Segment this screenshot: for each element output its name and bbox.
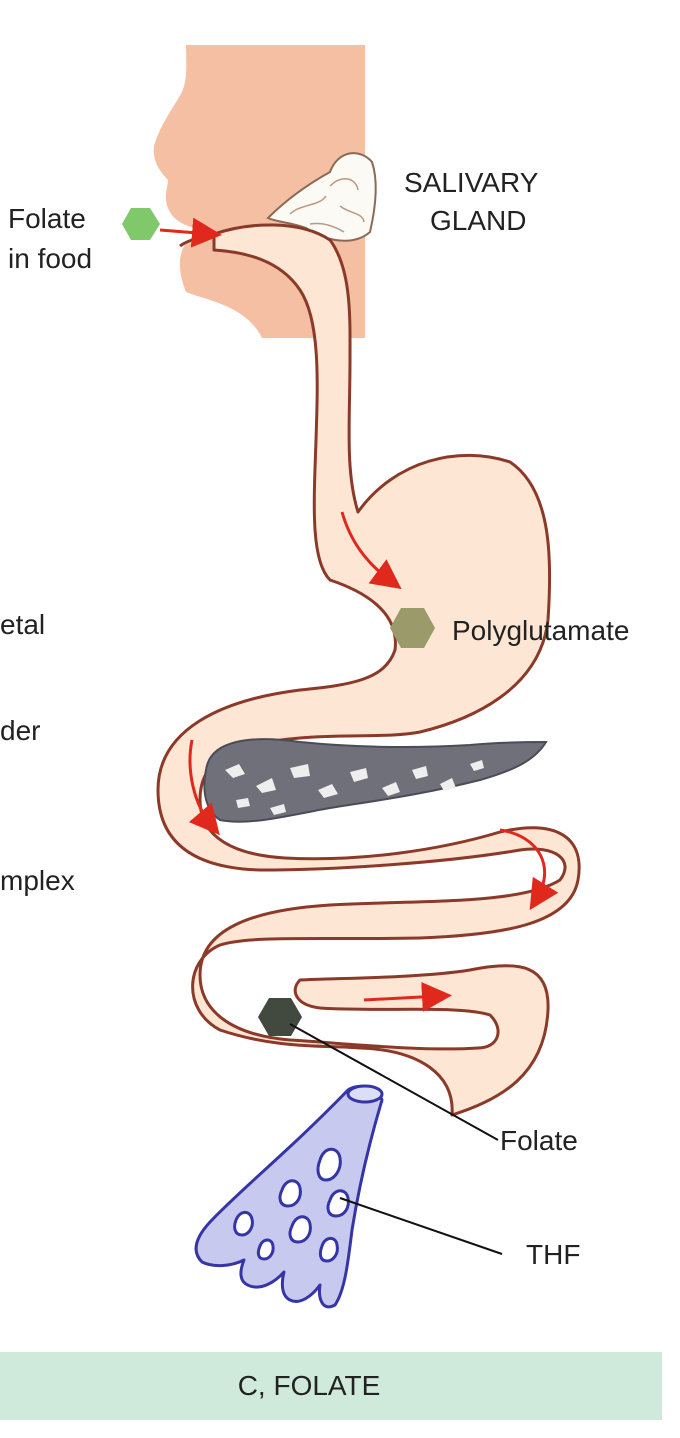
thf-label: THF [526, 1239, 581, 1270]
vessel-holes [233, 1147, 350, 1263]
left-cut-text-3: mplex [0, 865, 75, 896]
arrow-duodenum [188, 739, 220, 836]
arrow-food-to-mouth [159, 217, 222, 248]
arrow-into-stomach [340, 511, 402, 590]
left-cut-text-1: etal [0, 609, 46, 640]
vessel-opening [346, 1084, 384, 1104]
polyglutamate-label: Polyglutamate [452, 615, 630, 646]
caption-text: C, FOLATE [237, 1370, 381, 1401]
folate-hexagon [258, 998, 302, 1036]
pancreas [203, 738, 548, 823]
folate-in-food-label-line1: Folate [8, 203, 86, 234]
folate-label: Folate [500, 1125, 578, 1156]
arrow-jejunum [499, 828, 559, 911]
digestive-tract [156, 223, 581, 1117]
salivary-gland-label-line2: GLAND [430, 205, 527, 236]
arrow-ileum [363, 981, 452, 1012]
left-cut-text-2: der [0, 715, 41, 746]
caption-bar: C, FOLATE [0, 1352, 662, 1420]
salivary-gland-label-line1: SALIVARY [404, 167, 539, 198]
thf-leader-line [339, 1197, 503, 1255]
folate-leader-line [289, 1023, 499, 1141]
folate-in-food-label-line2: in food [8, 243, 93, 274]
pancreas-texture [225, 760, 484, 815]
salivary-gland-texture [289, 178, 365, 233]
folate-in-food-hexagon [122, 208, 160, 240]
polyglutamate-hexagon [390, 608, 435, 648]
